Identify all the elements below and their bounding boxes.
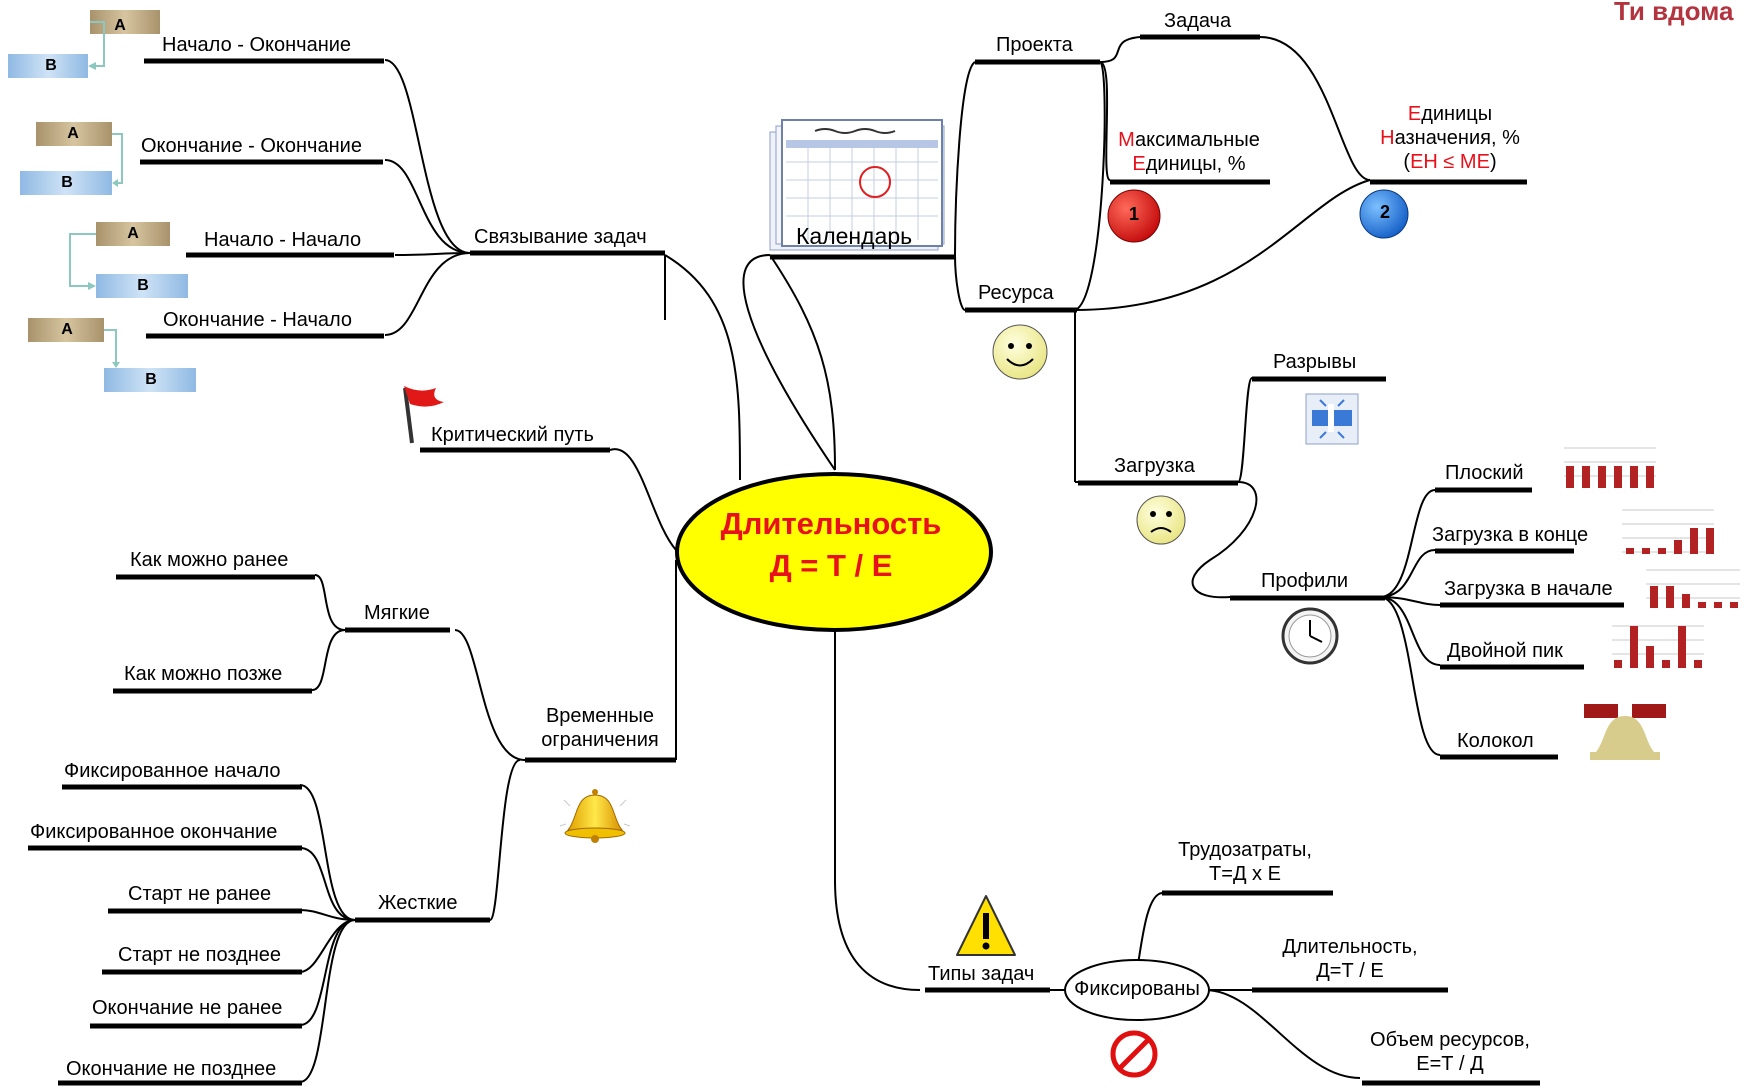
profile-item-label[interactable]: Двойной пик — [1447, 640, 1563, 662]
profile-flat-icon — [1564, 447, 1656, 488]
hard-item-label[interactable]: Старт не позднее — [118, 944, 282, 966]
box-a-label: A — [114, 17, 126, 34]
max-units-rest-1: аксимальные — [1135, 129, 1260, 151]
critical-path-label[interactable]: Критический путь — [431, 424, 594, 446]
fixed-units-line2: Е=Т / Д — [1416, 1053, 1484, 1075]
assignment-units-label[interactable]: Единицы Назначения, % (ЕН ≤ МЕ) — [1360, 102, 1540, 174]
max-units-line2: Единицы, % — [1108, 152, 1270, 176]
assign-rest-1: диницы — [1421, 103, 1493, 125]
sad-face-icon — [1136, 495, 1186, 545]
marker-2-label: 2 — [1379, 202, 1390, 222]
linking-title[interactable]: Связывание задач — [474, 226, 647, 248]
breaks-label[interactable]: Разрывы — [1273, 351, 1357, 373]
calendar-project-label[interactable]: Проекта — [996, 34, 1073, 56]
profile-item-label[interactable]: Загрузка в начале — [1444, 578, 1613, 600]
soft-alap-label[interactable]: Как можно позже — [124, 663, 283, 685]
breaks-icon — [1305, 393, 1359, 445]
link-diagram-start-finish — [8, 10, 160, 78]
link-diagram-finish-finish — [20, 122, 123, 195]
prohibited-icon — [1110, 1030, 1158, 1078]
brand-logo-text: Ти вдома — [1614, 0, 1734, 26]
load-title[interactable]: Загрузка — [1114, 455, 1195, 477]
assign-formula: ЕН ≤ МЕ — [1410, 151, 1490, 173]
task-types-title[interactable]: Типы задач — [928, 963, 1035, 985]
box-a-label: A — [127, 225, 139, 242]
center-title-line2: Д = Т / Е — [769, 548, 893, 583]
fixed-ellipse[interactable] — [1064, 959, 1210, 1021]
link-finish-start-label[interactable]: Окончание - Начало — [163, 309, 353, 331]
constraints-title-line2: ограничения — [541, 729, 659, 751]
assign-open: ( — [1403, 151, 1411, 173]
assign-initial-1: Е — [1407, 103, 1422, 125]
hard-item-label[interactable]: Фиксированное начало — [64, 760, 281, 782]
assign-initial-2: Н — [1380, 127, 1395, 149]
fixed-work-label[interactable]: Трудозатраты, Т=Д х Е — [1160, 838, 1330, 886]
marker-2-icon — [1359, 189, 1409, 239]
box-b-label: B — [137, 277, 149, 294]
center-title: Длительность Д = Т / Е — [671, 503, 991, 587]
soft-title[interactable]: Мягкие — [364, 602, 430, 624]
fixed-duration-line1: Длительность, — [1282, 936, 1418, 958]
hard-item-label[interactable]: Фиксированное окончание — [30, 821, 278, 843]
box-a-label: A — [67, 125, 79, 142]
smiley-face-icon — [992, 324, 1048, 380]
max-units-initial-2: Е — [1132, 153, 1146, 175]
profiles-title[interactable]: Профили — [1261, 570, 1349, 592]
max-units-rest-2: диницы, % — [1145, 153, 1246, 175]
calendar-resource-label[interactable]: Ресурса — [978, 282, 1054, 304]
link-start-start-label[interactable]: Начало - Начало — [204, 229, 362, 251]
assignment-units-line3: (ЕН ≤ МЕ) — [1360, 150, 1540, 174]
fixed-label[interactable]: Фиксированы — [1074, 978, 1200, 1000]
profile-item-label[interactable]: Колокол — [1457, 730, 1534, 752]
max-units-line1: Максимальные — [1108, 128, 1270, 152]
assign-rest-2: азначения, % — [1394, 127, 1520, 149]
soft-asap-label[interactable]: Как можно ранее — [130, 549, 289, 571]
assignment-units-line1: Единицы — [1360, 102, 1540, 126]
link-finish-finish-label[interactable]: Окончание - Окончание — [141, 135, 362, 157]
calendar-task-label[interactable]: Задача — [1164, 10, 1232, 32]
box-b-label: B — [61, 174, 73, 191]
red-flag-icon — [403, 386, 444, 444]
constraints-title-line1: Временные — [545, 705, 655, 727]
max-units-initial-1: М — [1118, 129, 1136, 151]
fixed-duration-label[interactable]: Длительность, Д=Т / Е — [1260, 935, 1440, 983]
box-b-label: B — [145, 371, 157, 388]
link-start-finish-label[interactable]: Начало - Окончание — [162, 34, 352, 56]
box-a-label: A — [61, 321, 73, 338]
bell-profile-icon — [1584, 704, 1666, 760]
branch-underlines — [28, 34, 1624, 1086]
calendar-icon — [769, 119, 945, 251]
marker-1-icon — [1107, 189, 1161, 243]
profile-item-label[interactable]: Плоский — [1445, 462, 1524, 484]
assignment-units-line2: Назначения, % — [1360, 126, 1540, 150]
box-b-label: B — [45, 57, 57, 74]
fixed-duration-line2: Д=Т / Е — [1316, 960, 1384, 982]
fixed-work-line2: Т=Д х Е — [1209, 863, 1281, 885]
fixed-units-line1: Объем ресурсов, — [1370, 1029, 1530, 1051]
profile-double-peak-icon — [1612, 625, 1704, 668]
marker-1-label: 1 — [1128, 204, 1139, 224]
hard-item-label[interactable]: Окончание не позднее — [66, 1058, 277, 1080]
profile-front-loaded-icon — [1646, 569, 1740, 608]
max-units-label[interactable]: Максимальные Единицы, % — [1108, 128, 1270, 176]
calendar-title[interactable]: Календарь — [796, 223, 913, 249]
fixed-units-label[interactable]: Объем ресурсов, Е=Т / Д — [1360, 1028, 1540, 1076]
alarm-bell-icon — [559, 789, 631, 843]
clock-icon — [1281, 607, 1339, 665]
hard-title[interactable]: Жесткие — [378, 892, 458, 914]
hard-item-label[interactable]: Окончание не ранее — [92, 997, 283, 1019]
connectors — [299, 36, 1441, 1083]
assign-close: ) — [1489, 151, 1497, 173]
profile-item-label[interactable]: Загрузка в конце — [1432, 524, 1589, 546]
link-diagram-finish-start — [28, 318, 196, 392]
center-ellipse[interactable] — [675, 472, 993, 632]
link-diagram-start-start — [69, 222, 188, 298]
warning-icon — [956, 895, 1016, 956]
fixed-work-line1: Трудозатраты, — [1178, 839, 1312, 861]
hard-item-label[interactable]: Старт не ранее — [128, 883, 272, 905]
profile-back-loaded-icon — [1622, 509, 1714, 554]
constraints-title[interactable]: Временные ограничения — [525, 704, 675, 752]
center-title-line1: Длительность — [720, 506, 942, 541]
